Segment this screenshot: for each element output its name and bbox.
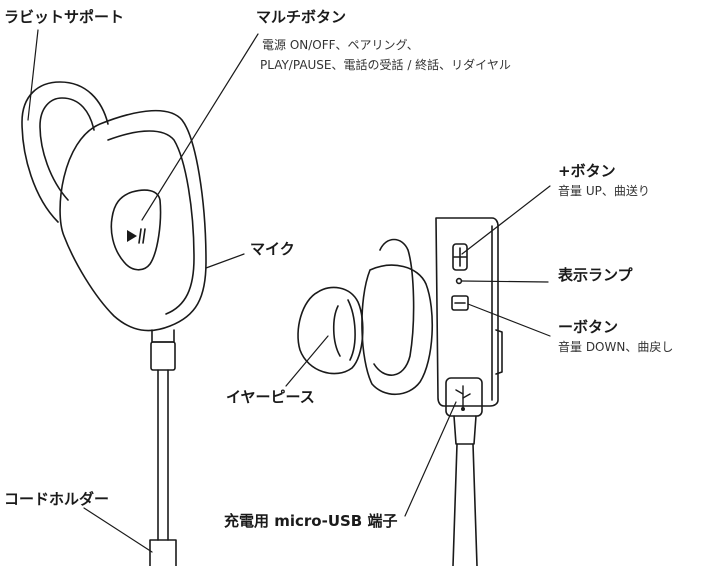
ear-tip-inner-2 [347,299,356,361]
label-rabbit-support: ラビットサポート [4,8,125,26]
leader-multi-button [141,33,259,221]
label-minus-button-title: ーボタン [558,318,619,336]
left-earphone [21,81,207,566]
right-cord-left [452,443,458,566]
play-pause-icon [127,228,146,244]
right-cord-right [472,443,478,566]
label-usb-port: 充電用 micro-USB 端子 [224,512,398,530]
minus-button-shape [451,295,469,311]
earphone-body-edge [107,130,195,315]
leader-mic [205,253,245,269]
label-indicator-lamp: 表示ランプ [558,266,633,284]
ear-hook-inner [39,97,95,201]
leader-cord-holder [83,507,153,553]
right-earphone [297,217,503,566]
callout-lines [27,29,551,553]
stem-collar [150,341,176,371]
multi-button-shape [110,189,162,271]
multi-button [110,189,162,271]
leader-indicator-lamp [461,280,549,283]
stem-neck [151,329,175,343]
label-plus-button-title: +ボタン [558,162,616,180]
earphone-body [59,109,207,332]
label-multi-button-desc-1: 電源 ON/OFF、ペアリング、 [262,38,419,52]
ear-wing [373,238,415,376]
ear-tip-inner [332,305,341,357]
ear-hook [21,81,109,223]
leader-minus-button [467,303,551,337]
leader-usb-port [404,401,457,517]
leader-plus-button [461,185,551,255]
control-unit-side-bump [495,329,503,375]
control-unit [435,217,499,407]
right-cord-neck [453,415,477,445]
usb-port-cover [445,377,483,417]
label-cord-holder: コードホルダー [4,490,110,508]
usb-icon [455,385,471,411]
label-minus-button-desc: 音量 DOWN、曲戻し [558,340,674,354]
leader-ear-piece [285,335,329,387]
label-multi-button-title: マルチボタン [256,8,347,26]
leader-rabbit-support [27,29,39,121]
ear-tip [297,286,364,375]
plus-icon [452,243,468,271]
label-mic: マイク [250,240,295,258]
indicator-lamp-dot [455,277,463,285]
label-plus-button-desc: 音量 UP、曲送り [558,184,650,198]
label-ear-piece: イヤーピース [226,388,315,406]
ear-body [361,264,433,396]
cord-holder [149,539,177,566]
label-multi-button-desc-2: PLAY/PAUSE、電話の受話 / 終話、リダイヤル [260,58,511,72]
